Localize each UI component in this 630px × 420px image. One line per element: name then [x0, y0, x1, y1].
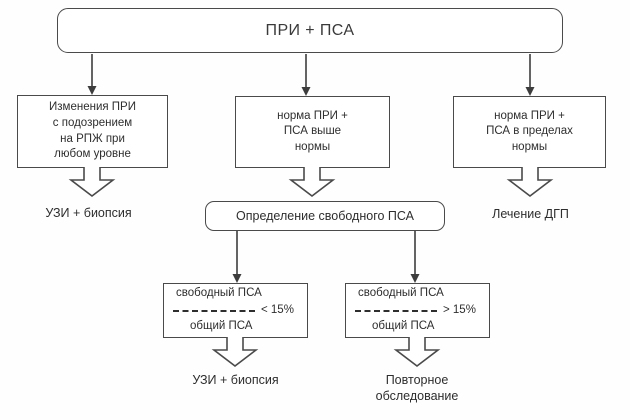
fraction-line — [355, 309, 437, 312]
ratio-numerator: свободный ПСА — [176, 287, 262, 300]
arrow-freepsa-to-low-ratio — [232, 231, 242, 283]
block-arrow-right-branch — [506, 167, 554, 198]
arrow-root-to-right-branch — [525, 54, 535, 96]
fraction-line — [173, 309, 255, 312]
block-arrow-left-branch — [68, 167, 116, 198]
ratio-numerator: свободный ПСА — [358, 287, 444, 300]
arrow-freepsa-to-high-ratio — [410, 231, 420, 283]
ratio-box-above-15: свободный ПСА > 15% общий ПСА — [345, 283, 490, 338]
ratio-denominator: общий ПСА — [190, 320, 253, 333]
ratio-condition: > 15% — [443, 303, 476, 316]
branch-box-psa-high: норма ПРИ + ПСА выше нормы — [235, 96, 390, 168]
ratio-denominator: общий ПСА — [372, 320, 435, 333]
outcome-label-ultrasound-biopsy-2: УЗИ + биопсия — [192, 373, 279, 387]
outcome-label-dgp-treatment: Лечение ДГП — [492, 207, 569, 221]
arrow-root-to-middle-branch — [301, 54, 311, 96]
outcome-label-repeat-exam: Повторное обследование — [375, 373, 459, 404]
branch-box-pri-changes: Изменения ПРИ с подозрением на РПЖ при л… — [17, 95, 168, 168]
free-psa-box: Определение свободного ПСА — [205, 201, 445, 231]
block-arrow-high-ratio — [393, 337, 441, 368]
branch-box-psa-normal: норма ПРИ + ПСА в пределах нормы — [453, 96, 606, 168]
ratio-box-below-15: свободный ПСА < 15% общий ПСА — [163, 283, 308, 338]
block-arrow-low-ratio — [211, 337, 259, 368]
block-arrow-middle-branch — [288, 167, 336, 198]
outcome-label-ultrasound-biopsy: УЗИ + биопсия — [45, 206, 132, 220]
arrow-root-to-left-branch — [87, 54, 97, 95]
root-box: ПРИ + ПСА — [57, 8, 563, 53]
ratio-condition: < 15% — [261, 303, 294, 316]
